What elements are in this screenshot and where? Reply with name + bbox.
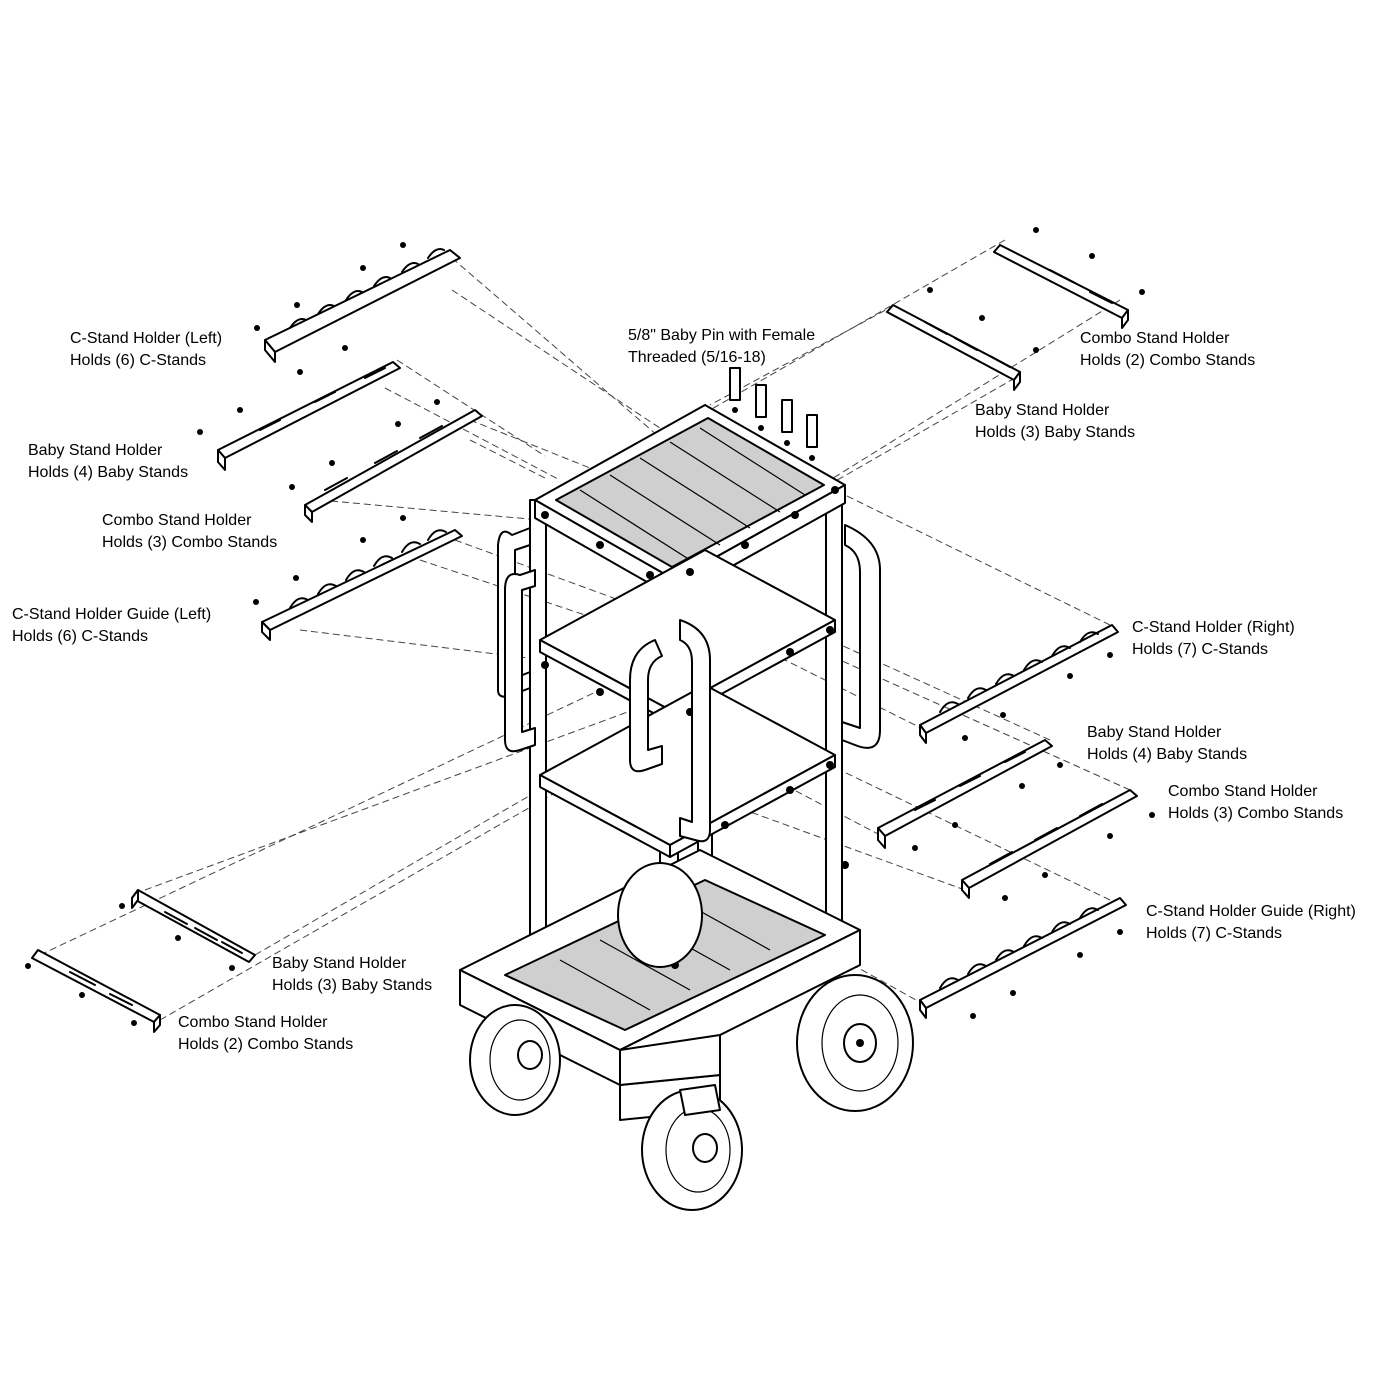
part-combo-stand-holder-left-3 xyxy=(304,409,483,523)
wheel-front-caster xyxy=(641,1084,743,1211)
callout-line: Baby Stand Holder xyxy=(28,442,163,459)
baby-pin-2 xyxy=(755,384,767,431)
wheel-right xyxy=(796,974,914,1112)
part-c-stand-guide-left xyxy=(261,529,463,641)
callout-line: Combo Stand Holder xyxy=(1080,330,1230,347)
screws xyxy=(25,227,1155,1026)
part-combo-stand-holder-top-right-2 xyxy=(993,244,1129,329)
callout-baby-pin: 5/8" Baby Pin with Female Threaded (5/16… xyxy=(628,325,815,369)
frame-bolt-dots xyxy=(541,486,849,969)
part-c-stand-holder-left xyxy=(264,248,461,363)
callout-baby-stand-holder-top-right-3: Baby Stand Holder Holds (3) Baby Stands xyxy=(975,400,1135,444)
callout-line: Holds (3) Baby Stands xyxy=(975,424,1136,441)
part-baby-stand-holder-left-4 xyxy=(217,361,401,471)
callout-line: Holds (3) Baby Stands xyxy=(272,977,433,994)
callout-line: Threaded (5/16-18) xyxy=(628,349,766,366)
callout-baby-stand-holder-bottom-left-3: Baby Stand Holder Holds (3) Baby Stands xyxy=(272,953,432,997)
part-baby-stand-holder-bottom-left-3 xyxy=(131,889,256,963)
callout-line: Holds (2) Combo Stands xyxy=(178,1036,354,1053)
part-combo-stand-holder-bottom-left-2 xyxy=(31,949,161,1033)
baby-pins xyxy=(729,367,818,461)
callout-line: Baby Stand Holder xyxy=(272,955,407,972)
cart-wheels xyxy=(469,862,914,1211)
callout-line: C-Stand Holder (Right) xyxy=(1132,619,1295,636)
callout-line: C-Stand Holder (Left) xyxy=(70,330,223,347)
callout-line: Holds (3) Combo Stands xyxy=(102,534,278,551)
callout-line: Holds (4) Baby Stands xyxy=(1087,746,1248,763)
callout-line: Holds (3) Combo Stands xyxy=(1168,805,1344,822)
callout-line: 5/8" Baby Pin with Female xyxy=(628,327,816,344)
callout-line: Holds (6) C-Stands xyxy=(12,628,149,645)
part-baby-stand-holder-top-right-3 xyxy=(886,304,1021,391)
callout-baby-stand-holder-right-4: Baby Stand Holder Holds (4) Baby Stands xyxy=(1087,722,1247,766)
callout-c-stand-guide-right: C-Stand Holder Guide (Right) Holds (7) C… xyxy=(1146,901,1356,945)
callout-line: Holds (2) Combo Stands xyxy=(1080,352,1256,369)
callout-line: C-Stand Holder Guide (Left) xyxy=(12,606,212,623)
part-c-stand-guide-right xyxy=(919,897,1127,1019)
callout-line: Baby Stand Holder xyxy=(1087,724,1222,741)
part-c-stand-holder-right xyxy=(919,624,1119,744)
callout-line: Holds (4) Baby Stands xyxy=(28,464,189,481)
callout-c-stand-holder-right: C-Stand Holder (Right) Holds (7) C-Stand… xyxy=(1132,617,1295,661)
baby-pin-3 xyxy=(781,399,793,446)
part-combo-stand-holder-right-3 xyxy=(961,789,1138,899)
callout-c-stand-guide-left: C-Stand Holder Guide (Left) Holds (6) C-… xyxy=(12,604,211,648)
callout-line: Holds (6) C-Stands xyxy=(70,352,207,369)
callout-combo-stand-holder-bottom-left-2: Combo Stand Holder Holds (2) Combo Stand… xyxy=(178,1012,353,1056)
callout-combo-stand-holder-right-3: Combo Stand Holder Holds (3) Combo Stand… xyxy=(1168,781,1343,825)
baby-pin-4 xyxy=(806,414,818,461)
callout-line: Combo Stand Holder xyxy=(1168,783,1318,800)
wheel-left xyxy=(469,1004,561,1116)
callout-combo-stand-holder-top-right-2: Combo Stand Holder Holds (2) Combo Stand… xyxy=(1080,328,1255,372)
callout-line: C-Stand Holder Guide (Right) xyxy=(1146,903,1356,920)
cart-frame xyxy=(459,404,861,1121)
callout-combo-stand-holder-left-3: Combo Stand Holder Holds (3) Combo Stand… xyxy=(102,510,277,554)
baby-pin-1 xyxy=(729,367,741,413)
callout-line: Holds (7) C-Stands xyxy=(1146,925,1283,942)
callout-c-stand-holder-left: C-Stand Holder (Left) Holds (6) C-Stands xyxy=(70,328,222,372)
callout-line: Combo Stand Holder xyxy=(102,512,252,529)
part-baby-stand-holder-right-4 xyxy=(877,739,1053,849)
callout-baby-stand-holder-left-4: Baby Stand Holder Holds (4) Baby Stands xyxy=(28,440,188,484)
callout-line: Holds (7) C-Stands xyxy=(1132,641,1269,658)
callout-line: Combo Stand Holder xyxy=(178,1014,328,1031)
cart-handles xyxy=(497,524,881,843)
callout-line: Baby Stand Holder xyxy=(975,402,1110,419)
top-shelf-hatch xyxy=(579,427,806,561)
